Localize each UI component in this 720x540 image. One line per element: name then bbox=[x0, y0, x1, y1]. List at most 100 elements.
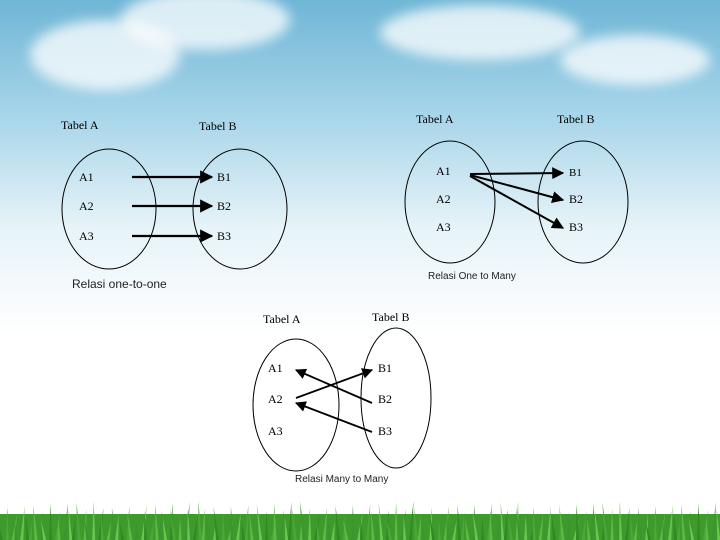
grass-blade bbox=[331, 521, 335, 540]
grass-blade bbox=[193, 516, 198, 540]
many-to-many-b3: B3 bbox=[378, 424, 392, 438]
grass-blade bbox=[400, 509, 406, 540]
many-to-many-arrow-a2-b1 bbox=[295, 368, 374, 399]
many-to-many-set-b bbox=[360, 327, 432, 469]
grass-blade bbox=[357, 512, 363, 540]
many-to-many-b2: B2 bbox=[378, 392, 392, 406]
one-to-one-b2: B2 bbox=[217, 199, 231, 213]
grass-blade bbox=[697, 503, 700, 540]
grass-blade bbox=[119, 521, 124, 540]
one-to-many-a1: A1 bbox=[436, 164, 451, 178]
grass-blade bbox=[162, 518, 168, 540]
many-to-many-a1: A1 bbox=[268, 361, 283, 375]
grass-blade bbox=[158, 511, 162, 540]
grass-blade bbox=[500, 502, 505, 540]
grass-blade bbox=[547, 506, 551, 540]
one-to-one-diagram: Tabel A Tabel B A1 A2 A3 B1 B2 B3 Relasi… bbox=[61, 118, 288, 291]
grass-blade bbox=[292, 509, 297, 540]
grass-blade bbox=[198, 501, 202, 540]
one-to-many-caption: Relasi One to Many bbox=[428, 271, 516, 282]
grass-blade bbox=[83, 516, 90, 540]
grass-blade bbox=[115, 514, 119, 540]
grass-blade bbox=[33, 505, 38, 540]
one-to-many-b1: B1 bbox=[569, 167, 582, 179]
one-to-one-a1: A1 bbox=[79, 170, 94, 184]
grass-blade bbox=[141, 505, 147, 540]
grass-blade bbox=[149, 519, 155, 540]
one-to-one-caption: Relasi one-to-one bbox=[72, 277, 167, 291]
many-to-many-table-b-title: Tabel B bbox=[372, 310, 409, 324]
one-to-many-table-a-title: Tabel A bbox=[416, 112, 454, 126]
grass-blade bbox=[414, 508, 418, 540]
grass-blade bbox=[481, 518, 484, 540]
grass-blade bbox=[178, 517, 182, 540]
grass-blade bbox=[633, 522, 638, 540]
grass-blade bbox=[532, 507, 536, 540]
grass-blade bbox=[57, 518, 61, 540]
grass-blade bbox=[446, 513, 450, 540]
grass-blade bbox=[241, 520, 245, 540]
grass-blade bbox=[322, 507, 328, 540]
one-to-one-table-a-title: Tabel A bbox=[61, 118, 99, 132]
one-to-many-set-a bbox=[404, 140, 496, 264]
grass-blade bbox=[111, 507, 116, 540]
many-to-many-diagram: Tabel A Tabel B A1 A2 A3 B1 B2 B3 Relasi… bbox=[252, 310, 432, 485]
grass-blade bbox=[236, 513, 241, 540]
grass-blade bbox=[653, 506, 657, 540]
grass-blade bbox=[244, 505, 249, 540]
grass-blade bbox=[20, 506, 25, 540]
one-to-one-b3: B3 bbox=[217, 229, 231, 243]
many-to-many-arrow-a2-b3 bbox=[294, 401, 373, 433]
grass-blade bbox=[590, 503, 594, 540]
grass-blade bbox=[594, 510, 600, 540]
grass-blade bbox=[92, 501, 96, 540]
grass-blade bbox=[308, 508, 312, 540]
many-to-many-arrow-a1-b2 bbox=[295, 368, 373, 404]
grass-blade bbox=[28, 520, 33, 540]
one-to-many-a3: A3 bbox=[436, 220, 451, 234]
one-to-one-table-b-title: Tabel B bbox=[199, 119, 236, 133]
one-to-many-arrow-a1-b2 bbox=[469, 174, 565, 203]
grass-blade bbox=[288, 502, 292, 540]
grass-blade bbox=[688, 518, 695, 540]
grass-blade bbox=[273, 503, 277, 540]
grass-blade bbox=[673, 512, 677, 540]
grass-blade bbox=[508, 516, 513, 540]
grass-blade bbox=[702, 510, 709, 540]
grass-blade bbox=[14, 521, 18, 540]
grass-blade bbox=[576, 504, 579, 540]
grass-blade bbox=[619, 501, 623, 540]
grass-blade bbox=[100, 515, 104, 540]
grass-blade bbox=[201, 508, 206, 540]
grass-blade bbox=[256, 504, 263, 540]
grass-blade bbox=[25, 513, 29, 540]
grass-blade bbox=[221, 514, 225, 540]
grass-blade bbox=[11, 514, 18, 540]
one-to-one-a3: A3 bbox=[79, 229, 94, 243]
grass-blade bbox=[135, 520, 139, 540]
grass-blade bbox=[343, 520, 349, 540]
grass-blade bbox=[460, 512, 465, 540]
grass-decoration bbox=[0, 501, 720, 540]
one-to-many-b3: B3 bbox=[569, 220, 583, 234]
grass-blade bbox=[155, 504, 159, 540]
grass-blade bbox=[602, 502, 608, 540]
cloud bbox=[120, 0, 290, 50]
many-to-many-caption: Relasi Many to Many bbox=[295, 474, 388, 485]
grass-blade bbox=[205, 515, 211, 540]
grass-blade bbox=[249, 512, 254, 540]
grass-blade bbox=[504, 509, 508, 540]
grass-blade bbox=[637, 507, 643, 540]
one-to-one-a2: A2 bbox=[79, 199, 94, 213]
grass-blade bbox=[465, 519, 470, 540]
one-to-one-b1: B1 bbox=[217, 170, 231, 184]
grass-blade bbox=[659, 513, 666, 540]
grass-blade bbox=[681, 504, 686, 540]
grass-blade bbox=[403, 516, 407, 540]
cloud bbox=[560, 35, 710, 85]
grass-blade bbox=[645, 521, 651, 540]
grass-blade bbox=[443, 506, 450, 540]
grass-blade bbox=[495, 517, 500, 540]
grass-blade bbox=[417, 515, 422, 540]
